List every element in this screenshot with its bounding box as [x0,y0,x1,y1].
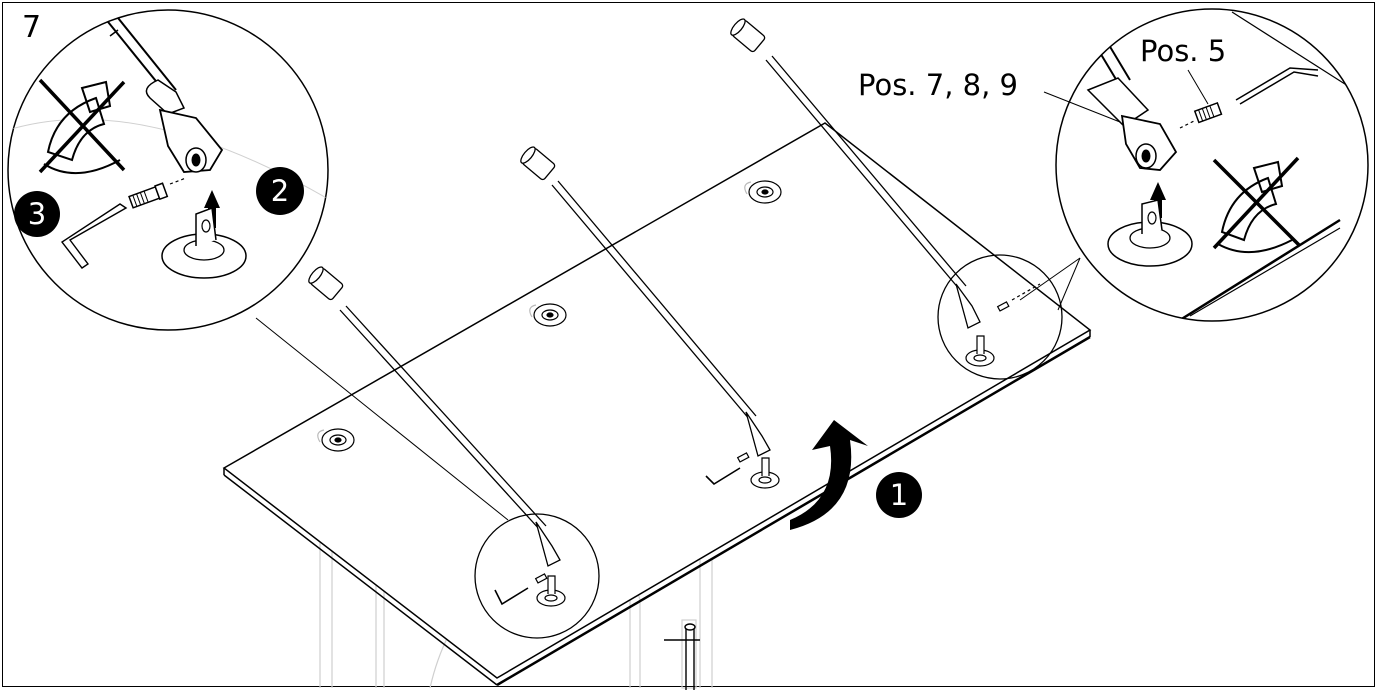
screws-small [534,283,1041,584]
no-hand-tightening-icon [1212,156,1302,254]
callout-pos-7-8-9: Pos. 7, 8, 9 [858,68,1018,102]
step-badge-2: 2 [256,167,304,215]
step-badge-3: 3 [14,191,60,237]
base-fittings [536,335,995,607]
detail-circle-left [7,9,329,331]
no-hand-tightening-icon [38,78,126,174]
step-badge-1: 1 [876,472,922,518]
handle-outline [664,623,700,690]
allen-key-icon [60,203,128,269]
leader-lines [255,257,1081,521]
step-number: 7 [22,10,42,45]
detail-circles-small [474,254,1063,639]
detail-circle-right [1043,8,1369,322]
callout-pos-5: Pos. 5 [1140,34,1227,68]
callout-leaders [1043,69,1209,123]
support-rods [308,18,981,567]
allen-key-small [494,467,741,606]
wall-bracket-ghosts [317,180,782,452]
glass-canopy [222,122,1092,687]
rotate-arrow-icon [790,420,868,530]
